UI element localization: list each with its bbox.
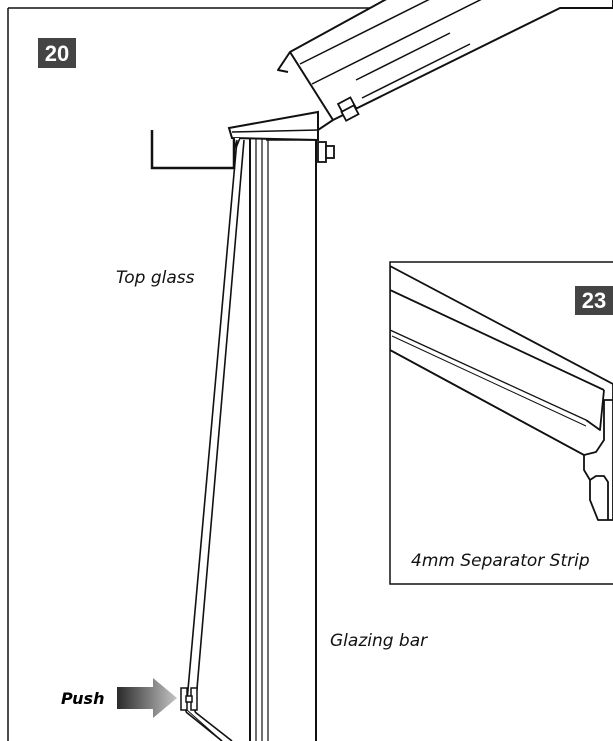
lower-glass-pane: [185, 709, 233, 741]
glazing-bar: [249, 138, 317, 741]
push-arrow-icon: [117, 678, 177, 718]
glazing-bar-label: Glazing bar: [330, 631, 428, 651]
step-badge-inset: 23: [575, 286, 613, 315]
top-glass-label: Top glass: [116, 268, 195, 288]
separator-strip-drawing: [390, 265, 613, 521]
glazing-bar-cap: [227, 110, 319, 151]
gutter: [150, 130, 236, 170]
roof-panel: [277, 0, 613, 131]
roof-bolt: [336, 96, 360, 122]
step-number-inset: 23: [582, 288, 606, 313]
step-badge-main: 20: [38, 38, 76, 68]
cap-bolt: [317, 141, 335, 163]
top-glass-pane: [185, 139, 245, 713]
separator-strip-label: 4mm Separator Strip: [411, 551, 590, 571]
inset-panel: 23 4mm Separator Strip: [389, 261, 613, 585]
step-number-main: 20: [45, 41, 69, 66]
push-label: Push: [61, 689, 104, 708]
separator-strip-joint: [180, 687, 198, 711]
